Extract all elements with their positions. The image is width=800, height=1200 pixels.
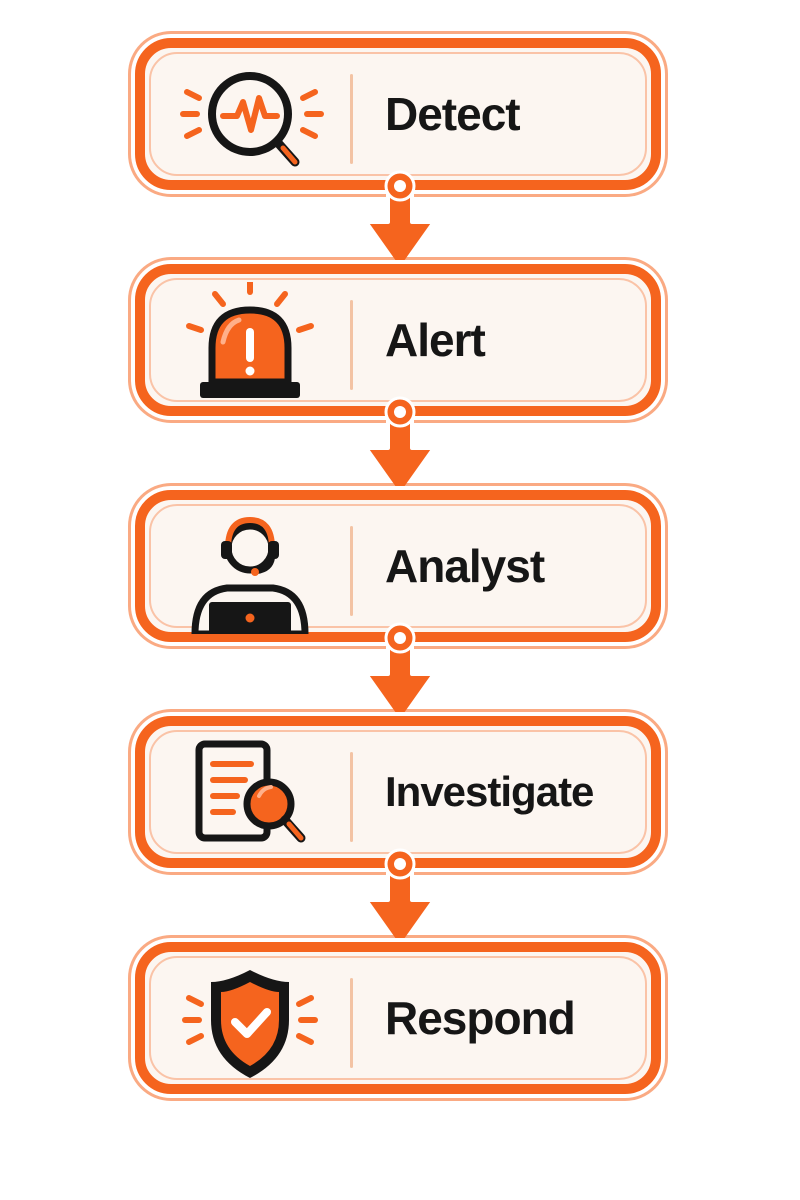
- step-label-detect: Detect: [385, 88, 521, 140]
- headset-analyst-icon: [175, 508, 325, 634]
- step-label-alert: Alert: [385, 314, 486, 366]
- divider: [350, 74, 353, 164]
- step-respond: Respond: [135, 942, 661, 1094]
- step-label-analyst: Analyst: [385, 540, 545, 592]
- divider: [350, 752, 353, 842]
- divider: [350, 300, 353, 390]
- step-analyst: Analyst: [135, 490, 661, 642]
- divider: [350, 526, 353, 616]
- step-label-investigate: Investigate: [385, 768, 594, 815]
- magnifier-pulse-icon: [175, 56, 325, 182]
- arrow-down-icon: [348, 396, 452, 500]
- document-search-icon: [175, 734, 325, 860]
- step-detect: Detect: [135, 38, 661, 190]
- shield-check-icon: [175, 960, 325, 1086]
- arrow-down-icon: [348, 622, 452, 726]
- arrow-down-icon: [348, 170, 452, 274]
- step-alert: Alert: [135, 264, 661, 416]
- step-label-respond: Respond: [385, 992, 576, 1044]
- step-investigate: Investigate: [135, 716, 661, 868]
- siren-icon: [175, 282, 325, 408]
- divider: [350, 978, 353, 1068]
- arrow-down-icon: [348, 848, 452, 952]
